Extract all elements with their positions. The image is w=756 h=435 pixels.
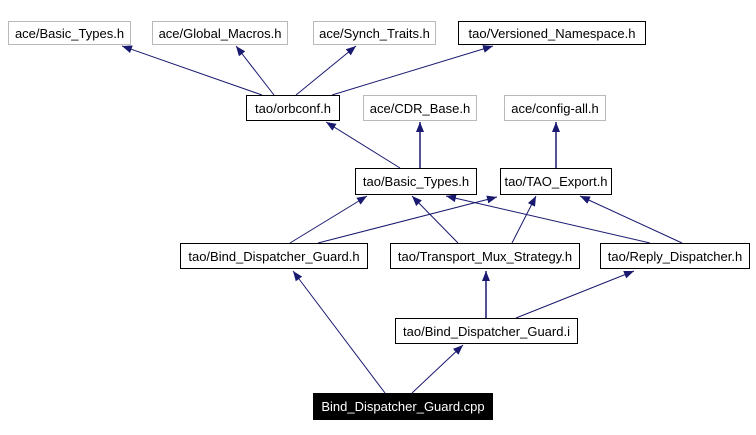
include-edge (295, 45, 357, 96)
include-edge (292, 270, 386, 394)
include-edge (515, 270, 635, 319)
node-ace-cdr-base-h[interactable]: ace/CDR_Base.h (363, 95, 477, 121)
include-edge (235, 45, 275, 96)
node-tao-orbconf-h[interactable]: tao/orbconf.h (246, 95, 340, 121)
include-edge (317, 195, 498, 244)
node-ace-synch-traits-h[interactable]: ace/Synch_Traits.h (313, 21, 436, 45)
include-edge (121, 45, 263, 96)
include-edge (331, 45, 494, 96)
node-tao-transport-mux-strategy-h[interactable]: tao/Transport_Mux_Strategy.h (390, 243, 580, 269)
node-bind-dispatcher-guard-cpp: Bind_Dispatcher_Guard.cpp (313, 393, 493, 420)
include-edge (445, 194, 651, 244)
node-tao-basic-types-h[interactable]: tao/Basic_Types.h (355, 168, 477, 195)
node-ace-global-macros-h[interactable]: ace/Global_Macros.h (152, 21, 288, 45)
node-ace-config-all-h[interactable]: ace/config-all.h (504, 95, 606, 121)
include-edge (579, 195, 683, 244)
include-edge (411, 344, 464, 394)
node-tao-tao-export-h[interactable]: tao/TAO_Export.h (500, 168, 612, 195)
node-ace-basic-types-h[interactable]: ace/Basic_Types.h (8, 21, 131, 45)
include-edge (511, 195, 537, 244)
include-edge (325, 121, 401, 169)
include-edge (411, 195, 459, 244)
include-edge (289, 195, 368, 244)
node-tao-bind-dispatcher-guard-h[interactable]: tao/Bind_Dispatcher_Guard.h (180, 243, 368, 269)
node-tao-versioned-namespace-h[interactable]: tao/Versioned_Namespace.h (458, 21, 646, 45)
node-tao-reply-dispatcher-h[interactable]: tao/Reply_Dispatcher.h (600, 243, 750, 269)
node-tao-bind-dispatcher-guard-i[interactable]: tao/Bind_Dispatcher_Guard.i (395, 318, 578, 344)
